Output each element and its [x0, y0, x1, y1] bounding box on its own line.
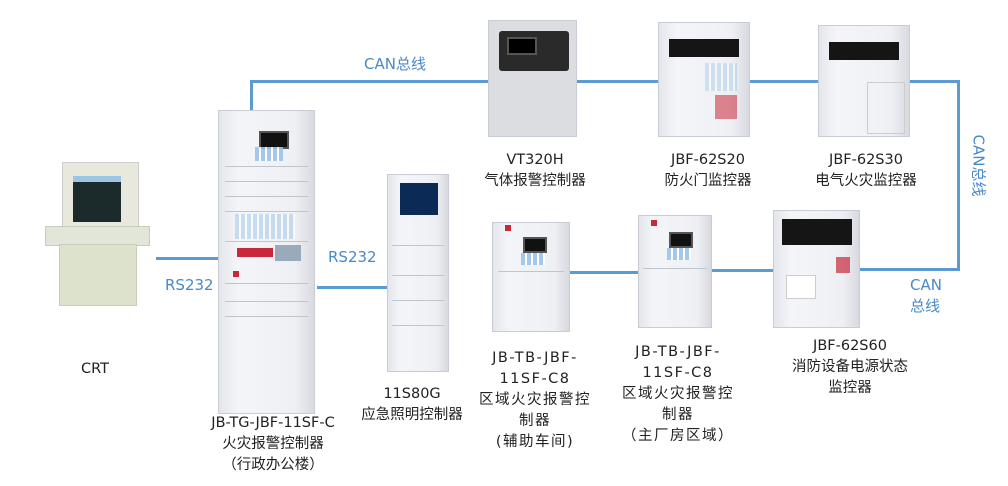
label-line: JBF-62S30 — [829, 152, 903, 168]
label-line: 火灾报警控制器 — [222, 436, 324, 452]
label-line: 制器 — [662, 407, 694, 423]
regional-fire-alarm-controller-auxiliary — [492, 222, 570, 332]
crt-console — [45, 162, 150, 306]
label-line: VT320H — [506, 152, 564, 168]
can-bus-top-segment-1 — [250, 80, 490, 83]
emergency-lighting-cabinet — [387, 174, 449, 372]
can-bus-label-right-1: CAN — [910, 276, 942, 294]
label-emergency-lighting: 11S80G 应急照明控制器 — [361, 384, 463, 426]
label-line: 电气火灾监控器 — [815, 173, 917, 189]
label-line: CRT — [80, 361, 110, 377]
label-fire-door: JBF-62S20 防火门监控器 — [665, 150, 752, 192]
rs232-label-right: RS232 — [328, 248, 377, 266]
label-line: （行政办公楼） — [222, 457, 324, 473]
label-gas-alarm: VT320H 气体报警控制器 — [484, 150, 586, 192]
label-electrical-fire: JBF-62S30 电气火灾监控器 — [815, 150, 917, 192]
fire-door-monitor — [658, 22, 750, 137]
can-bus-right-vertical — [957, 80, 960, 271]
label-line: 11S80G — [383, 386, 441, 402]
label-line: 区域火灾报警控 — [622, 386, 734, 402]
rs232-line-left — [156, 257, 220, 260]
can-bus-label-right-2: 总线 — [910, 297, 941, 315]
label-line: 气体报警控制器 — [484, 173, 586, 189]
regional-fire-alarm-controller-main-plant — [638, 215, 712, 328]
can-bus-label-top: CAN总线 — [364, 55, 426, 73]
label-line: JB-TB-JBF- — [492, 350, 578, 366]
can-bus-top-segment-4 — [909, 80, 960, 83]
can-bus-right-return — [858, 268, 960, 271]
label-line: 11SF-C8 — [499, 371, 571, 387]
link-c8-s60 — [708, 269, 775, 272]
label-line: 监控器 — [828, 380, 872, 396]
main-fire-alarm-cabinet — [218, 110, 315, 414]
label-line: JBF-62S20 — [671, 152, 745, 168]
label-line: 应急照明控制器 — [361, 407, 463, 423]
label-line: 消防设备电源状态 — [792, 359, 908, 375]
can-bus-top-segment-3 — [750, 80, 820, 83]
label-line: 防火门监控器 — [664, 173, 752, 189]
label-regional-auxiliary: JB-TB-JBF- 11SF-C8 区域火灾报警控 制器 (辅助车间) — [479, 348, 591, 453]
label-line: 区域火灾报警控 — [479, 392, 591, 408]
label-line: 11SF-C8 — [642, 365, 714, 381]
label-main-controller: JB-TG-JBF-11SF-C 火灾报警控制器 （行政办公楼） — [211, 413, 334, 476]
rs232-line-right — [317, 286, 391, 289]
link-c8-c8 — [568, 271, 640, 274]
label-line: JB-TB-JBF- — [635, 344, 721, 360]
can-bus-label-vertical: CAN总线 — [969, 134, 988, 197]
power-status-monitor — [773, 210, 860, 328]
gas-alarm-controller — [488, 20, 577, 137]
can-bus-top-segment-2 — [576, 80, 660, 83]
electrical-fire-monitor — [818, 25, 910, 137]
label-line: (辅助车间) — [495, 434, 575, 450]
rs232-label-left: RS232 — [165, 276, 214, 294]
label-line: JB-TG-JBF-11SF-C — [211, 415, 335, 431]
label-line: （主厂房区域） — [622, 428, 734, 444]
can-bus-vertical-main — [250, 80, 253, 113]
label-power-monitor: JBF-62S60 消防设备电源状态 监控器 — [792, 336, 908, 399]
label-line: 制器 — [519, 413, 551, 429]
label-regional-main-plant: JB-TB-JBF- 11SF-C8 区域火灾报警控 制器 （主厂房区域） — [622, 342, 734, 447]
label-line: JBF-62S60 — [813, 338, 887, 354]
label-crt: CRT — [81, 359, 109, 380]
